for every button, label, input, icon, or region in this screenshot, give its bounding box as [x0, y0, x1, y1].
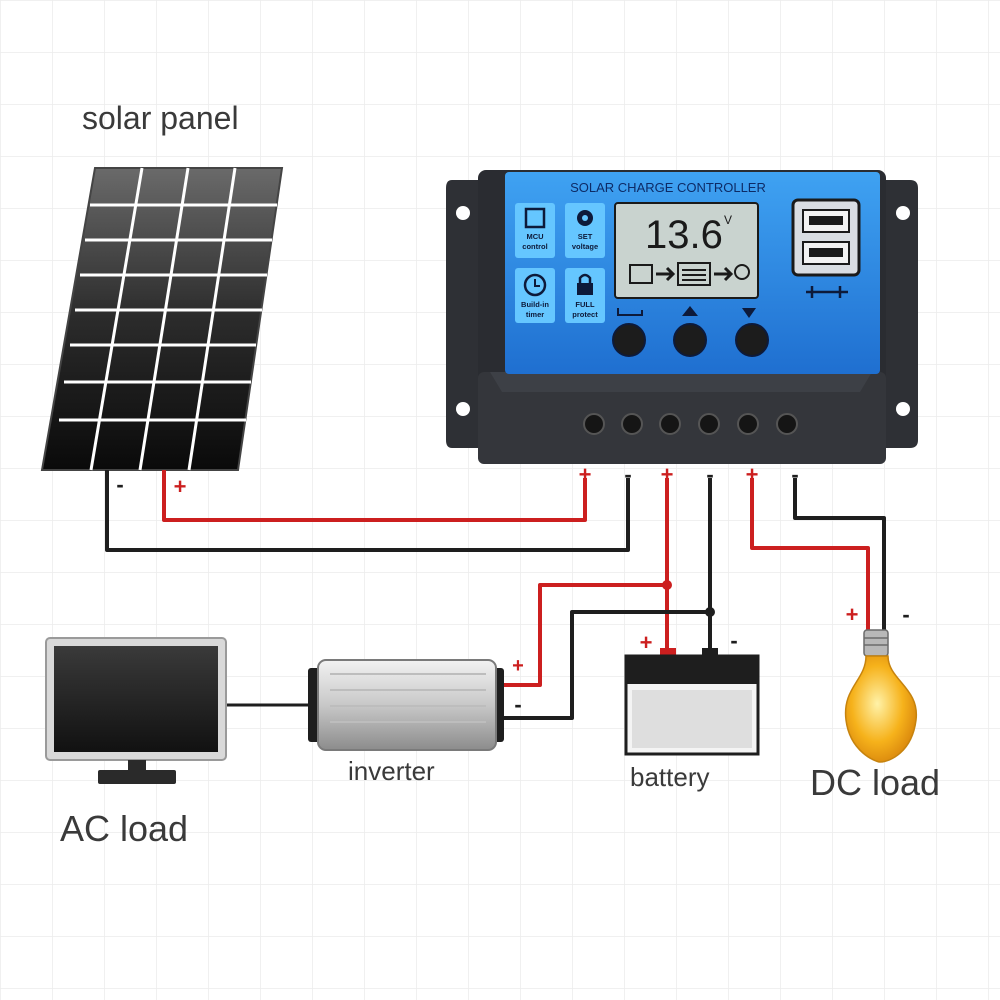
- lamp-positive-mark: +: [846, 602, 859, 627]
- lcd-arrow-icon: [714, 266, 734, 282]
- terminal-screws: [583, 413, 798, 435]
- up-arrow-icon: [682, 306, 698, 316]
- panel-negative-mark: -: [116, 472, 123, 497]
- svg-text:MCU: MCU: [526, 232, 543, 241]
- lamp-negative-mark: -: [902, 602, 909, 627]
- usb-ports: [791, 198, 861, 298]
- negative-junction: [705, 607, 715, 617]
- svg-text:-: -: [706, 462, 713, 487]
- inverter: [308, 659, 504, 751]
- battery-label: battery: [630, 762, 710, 792]
- lcd-battery-icon: [677, 262, 711, 286]
- lcd-panel-icon: [629, 264, 653, 284]
- down-button[interactable]: [735, 308, 769, 357]
- svg-text:Build-in: Build-in: [521, 300, 549, 309]
- panel-negative-wire: [105, 470, 630, 552]
- feature-timer: Build-in timer: [515, 268, 555, 323]
- down-arrow-icon: [742, 308, 756, 318]
- svg-text:control: control: [522, 242, 547, 251]
- svg-text:voltage: voltage: [572, 242, 598, 251]
- up-button[interactable]: [673, 306, 707, 357]
- battery-negative-mark: -: [730, 628, 737, 653]
- charge-controller: SOLAR CHARGE CONTROLLER MCU control SET …: [446, 170, 918, 464]
- lcd-arrow-icon: [656, 266, 676, 282]
- positive-junction: [662, 580, 672, 590]
- dc-load-label: DC load: [810, 762, 941, 803]
- inverter-negative-mark: -: [514, 692, 521, 717]
- feature-mcu: MCU control: [515, 203, 555, 258]
- panel-positive-wire: [162, 470, 587, 522]
- terminal-polarity-labels: + - + - + -: [579, 462, 799, 487]
- inverter-positive-mark: +: [512, 655, 524, 677]
- gear-icon: [577, 210, 593, 226]
- svg-text:timer: timer: [526, 310, 544, 319]
- solar-panel-label: solar panel: [82, 100, 239, 136]
- controller-title: SOLAR CHARGE CONTROLLER: [570, 180, 766, 195]
- battery: [624, 648, 760, 756]
- feature-full-protect: FULL protect: [565, 268, 605, 323]
- svg-text:-: -: [791, 462, 798, 487]
- menu-button[interactable]: [612, 308, 646, 357]
- svg-text:protect: protect: [572, 310, 598, 319]
- svg-text:+: +: [746, 462, 759, 487]
- panel-positive-mark: +: [174, 474, 187, 499]
- ac-load-label: AC load: [60, 808, 189, 849]
- svg-text:+: +: [661, 462, 674, 487]
- usb-logo-icon: [806, 286, 848, 298]
- ac-load-monitor: [45, 637, 227, 784]
- battery-positive-mark: +: [640, 630, 653, 655]
- svg-text:+: +: [579, 462, 592, 487]
- inverter-negative-wire: [500, 610, 710, 720]
- load-positive-wire: [750, 478, 870, 632]
- lcd-flow-icons: [629, 262, 750, 286]
- lcd-voltage-unit: V: [724, 213, 732, 227]
- dc-load-bulb: [844, 629, 917, 763]
- svg-text:SET: SET: [578, 232, 593, 241]
- menu-icon: [617, 308, 643, 316]
- lcd-voltage-value: 13.6: [645, 213, 723, 257]
- solar-panel: [40, 167, 284, 471]
- solar-cell-grid: [59, 167, 277, 471]
- svg-text:FULL: FULL: [575, 300, 595, 309]
- wiring: [105, 470, 886, 720]
- lcd-bulb-icon: [734, 264, 750, 280]
- load-negative-wire: [793, 478, 886, 632]
- chip-icon: [524, 207, 546, 229]
- lock-icon: [577, 273, 593, 295]
- inverter-label: inverter: [348, 756, 435, 786]
- clock-icon: [523, 273, 547, 297]
- inverter-positive-wire: [500, 583, 667, 687]
- feature-set-voltage: SET voltage: [565, 203, 605, 258]
- lcd-display: 13.6 V: [614, 202, 759, 299]
- svg-text:-: -: [624, 462, 631, 487]
